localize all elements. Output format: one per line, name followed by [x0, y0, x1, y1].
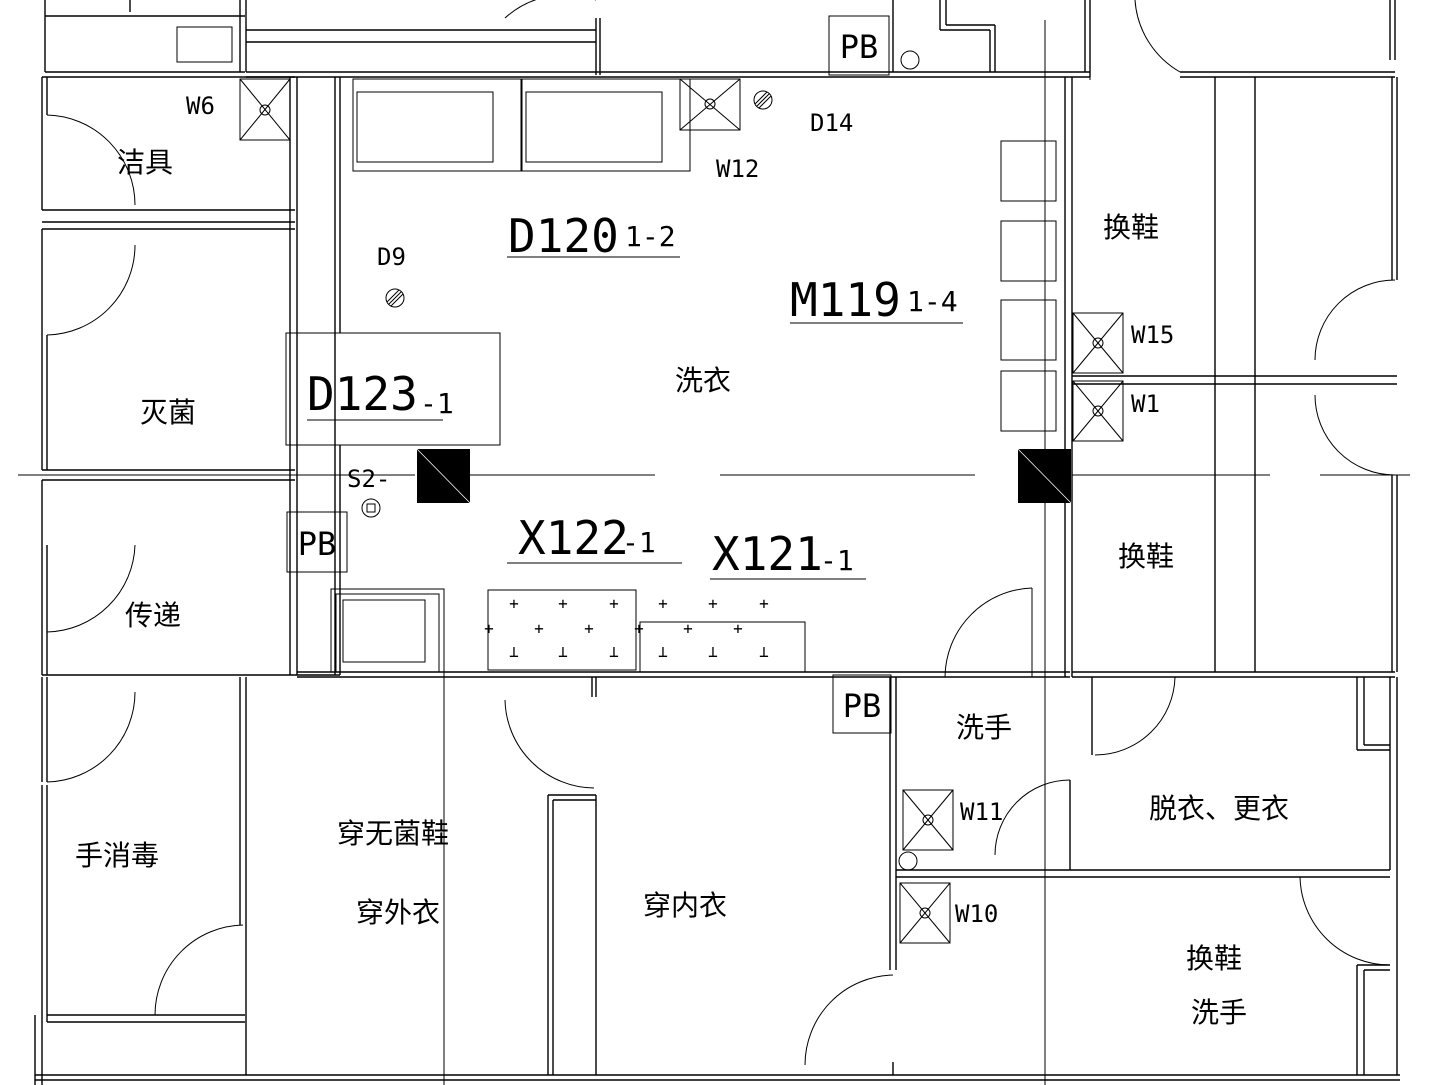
room-outer-coat: 穿外衣 — [356, 896, 440, 929]
tag-pb-bottom: PB — [843, 687, 882, 725]
top-walls — [45, 0, 1395, 77]
room-labels: 洁具 灭菌 传递 洗衣 换鞋 换鞋 手消毒 穿无菌鞋 穿外衣 穿内衣 洗手 脱衣… — [75, 146, 1289, 1029]
tag-pb-top: PB — [840, 28, 879, 66]
bench-marks: + + + + + + + + + + + + ⊥ ⊥ ⊥ ⊥ ⊥ ⊥ — [484, 594, 769, 661]
room-change-shoes-1: 换鞋 — [1103, 211, 1159, 244]
code-x121: X121 — [712, 527, 823, 581]
room-pass-through: 传递 — [125, 599, 181, 632]
code-x122: X122 — [518, 511, 629, 565]
svg-text:+: + — [584, 619, 594, 638]
small-fixtures — [362, 51, 919, 870]
svg-text:⊥: ⊥ — [658, 642, 668, 661]
washer-units-top — [353, 79, 690, 171]
room-wash-clothes: 洗衣 — [675, 364, 731, 397]
svg-text:+: + — [634, 619, 644, 638]
code-d123: D123 — [307, 367, 418, 421]
code-x121-suffix: -1 — [820, 544, 854, 577]
room-wash-hands-2: 洗手 — [1191, 996, 1247, 1029]
drain-boxes — [240, 79, 1123, 943]
tub-unit — [331, 589, 444, 672]
tag-w11: W11 — [960, 798, 1003, 826]
svg-text:+: + — [509, 594, 519, 613]
room-sterilize: 灭菌 — [140, 396, 196, 429]
room-cleaning-tools: 洁具 — [117, 146, 173, 179]
svg-text:+: + — [609, 594, 619, 613]
code-d123-suffix: -1 — [420, 387, 454, 420]
d123-unit — [286, 333, 500, 445]
svg-text:+: + — [708, 594, 718, 613]
svg-text:⊥: ⊥ — [509, 642, 519, 661]
tag-w15: W15 — [1131, 321, 1174, 349]
tag-w12: W12 — [716, 155, 759, 183]
w1-box — [1073, 381, 1123, 441]
svg-text:+: + — [759, 594, 769, 613]
room-sterile-shoes: 穿无菌鞋 — [337, 817, 449, 850]
axis-lines — [18, 20, 1410, 1085]
tag-d9: D9 — [377, 243, 406, 271]
room-wash-hands: 洗手 — [956, 711, 1012, 744]
svg-text:+: + — [484, 619, 494, 638]
svg-text:+: + — [683, 619, 693, 638]
bench-x122 — [488, 590, 636, 670]
svg-text:+: + — [658, 594, 668, 613]
w11-box — [903, 790, 953, 850]
room-undress-change: 脱衣、更衣 — [1149, 792, 1289, 825]
left-walls — [42, 77, 340, 675]
svg-text:+: + — [534, 619, 544, 638]
bench-x121 — [640, 622, 805, 672]
tag-w10: W10 — [955, 900, 998, 928]
right-walls — [1072, 77, 1397, 677]
room-change-shoes-2: 换鞋 — [1118, 540, 1174, 573]
w12-box — [680, 79, 740, 130]
w15-box — [1073, 313, 1123, 373]
tag-w1: W1 — [1131, 390, 1160, 418]
dryer-units-right — [1001, 141, 1056, 431]
tag-w6: W6 — [186, 92, 215, 120]
tag-labels: W6 W12 W15 W1 W11 W10 D14 D9 S2- PB PB P… — [186, 28, 1174, 928]
svg-text:⊥: ⊥ — [558, 642, 568, 661]
svg-text:⊥: ⊥ — [609, 642, 619, 661]
code-d120-suffix: 1-2 — [625, 220, 676, 253]
svg-text:+: + — [558, 594, 568, 613]
tag-s2: S2- — [347, 465, 390, 493]
w10-box — [900, 883, 950, 943]
tag-d14: D14 — [810, 109, 853, 137]
svg-text:⊥: ⊥ — [708, 642, 718, 661]
pb-boxes — [287, 16, 891, 733]
structural-columns — [417, 449, 1071, 503]
code-d120: D120 — [508, 209, 619, 263]
code-x122-suffix: -1 — [622, 526, 656, 559]
svg-text:+: + — [733, 619, 743, 638]
code-underlines — [307, 257, 963, 579]
w6-box — [240, 79, 290, 140]
main-room-walls — [297, 72, 1090, 677]
code-m119-suffix: 1-4 — [907, 285, 958, 318]
room-hand-disinfect: 手消毒 — [75, 839, 159, 872]
bottom-walls — [35, 588, 1400, 1085]
room-inner-clothes: 穿内衣 — [643, 889, 727, 922]
equipment-codes: D120 1-2 M119 1-4 D123 -1 X122 -1 X121 -… — [307, 209, 958, 581]
code-m119: M119 — [790, 273, 901, 327]
room-change-shoes-3: 换鞋 — [1186, 942, 1242, 975]
tag-pb-left: PB — [298, 525, 337, 563]
svg-text:⊥: ⊥ — [759, 642, 769, 661]
